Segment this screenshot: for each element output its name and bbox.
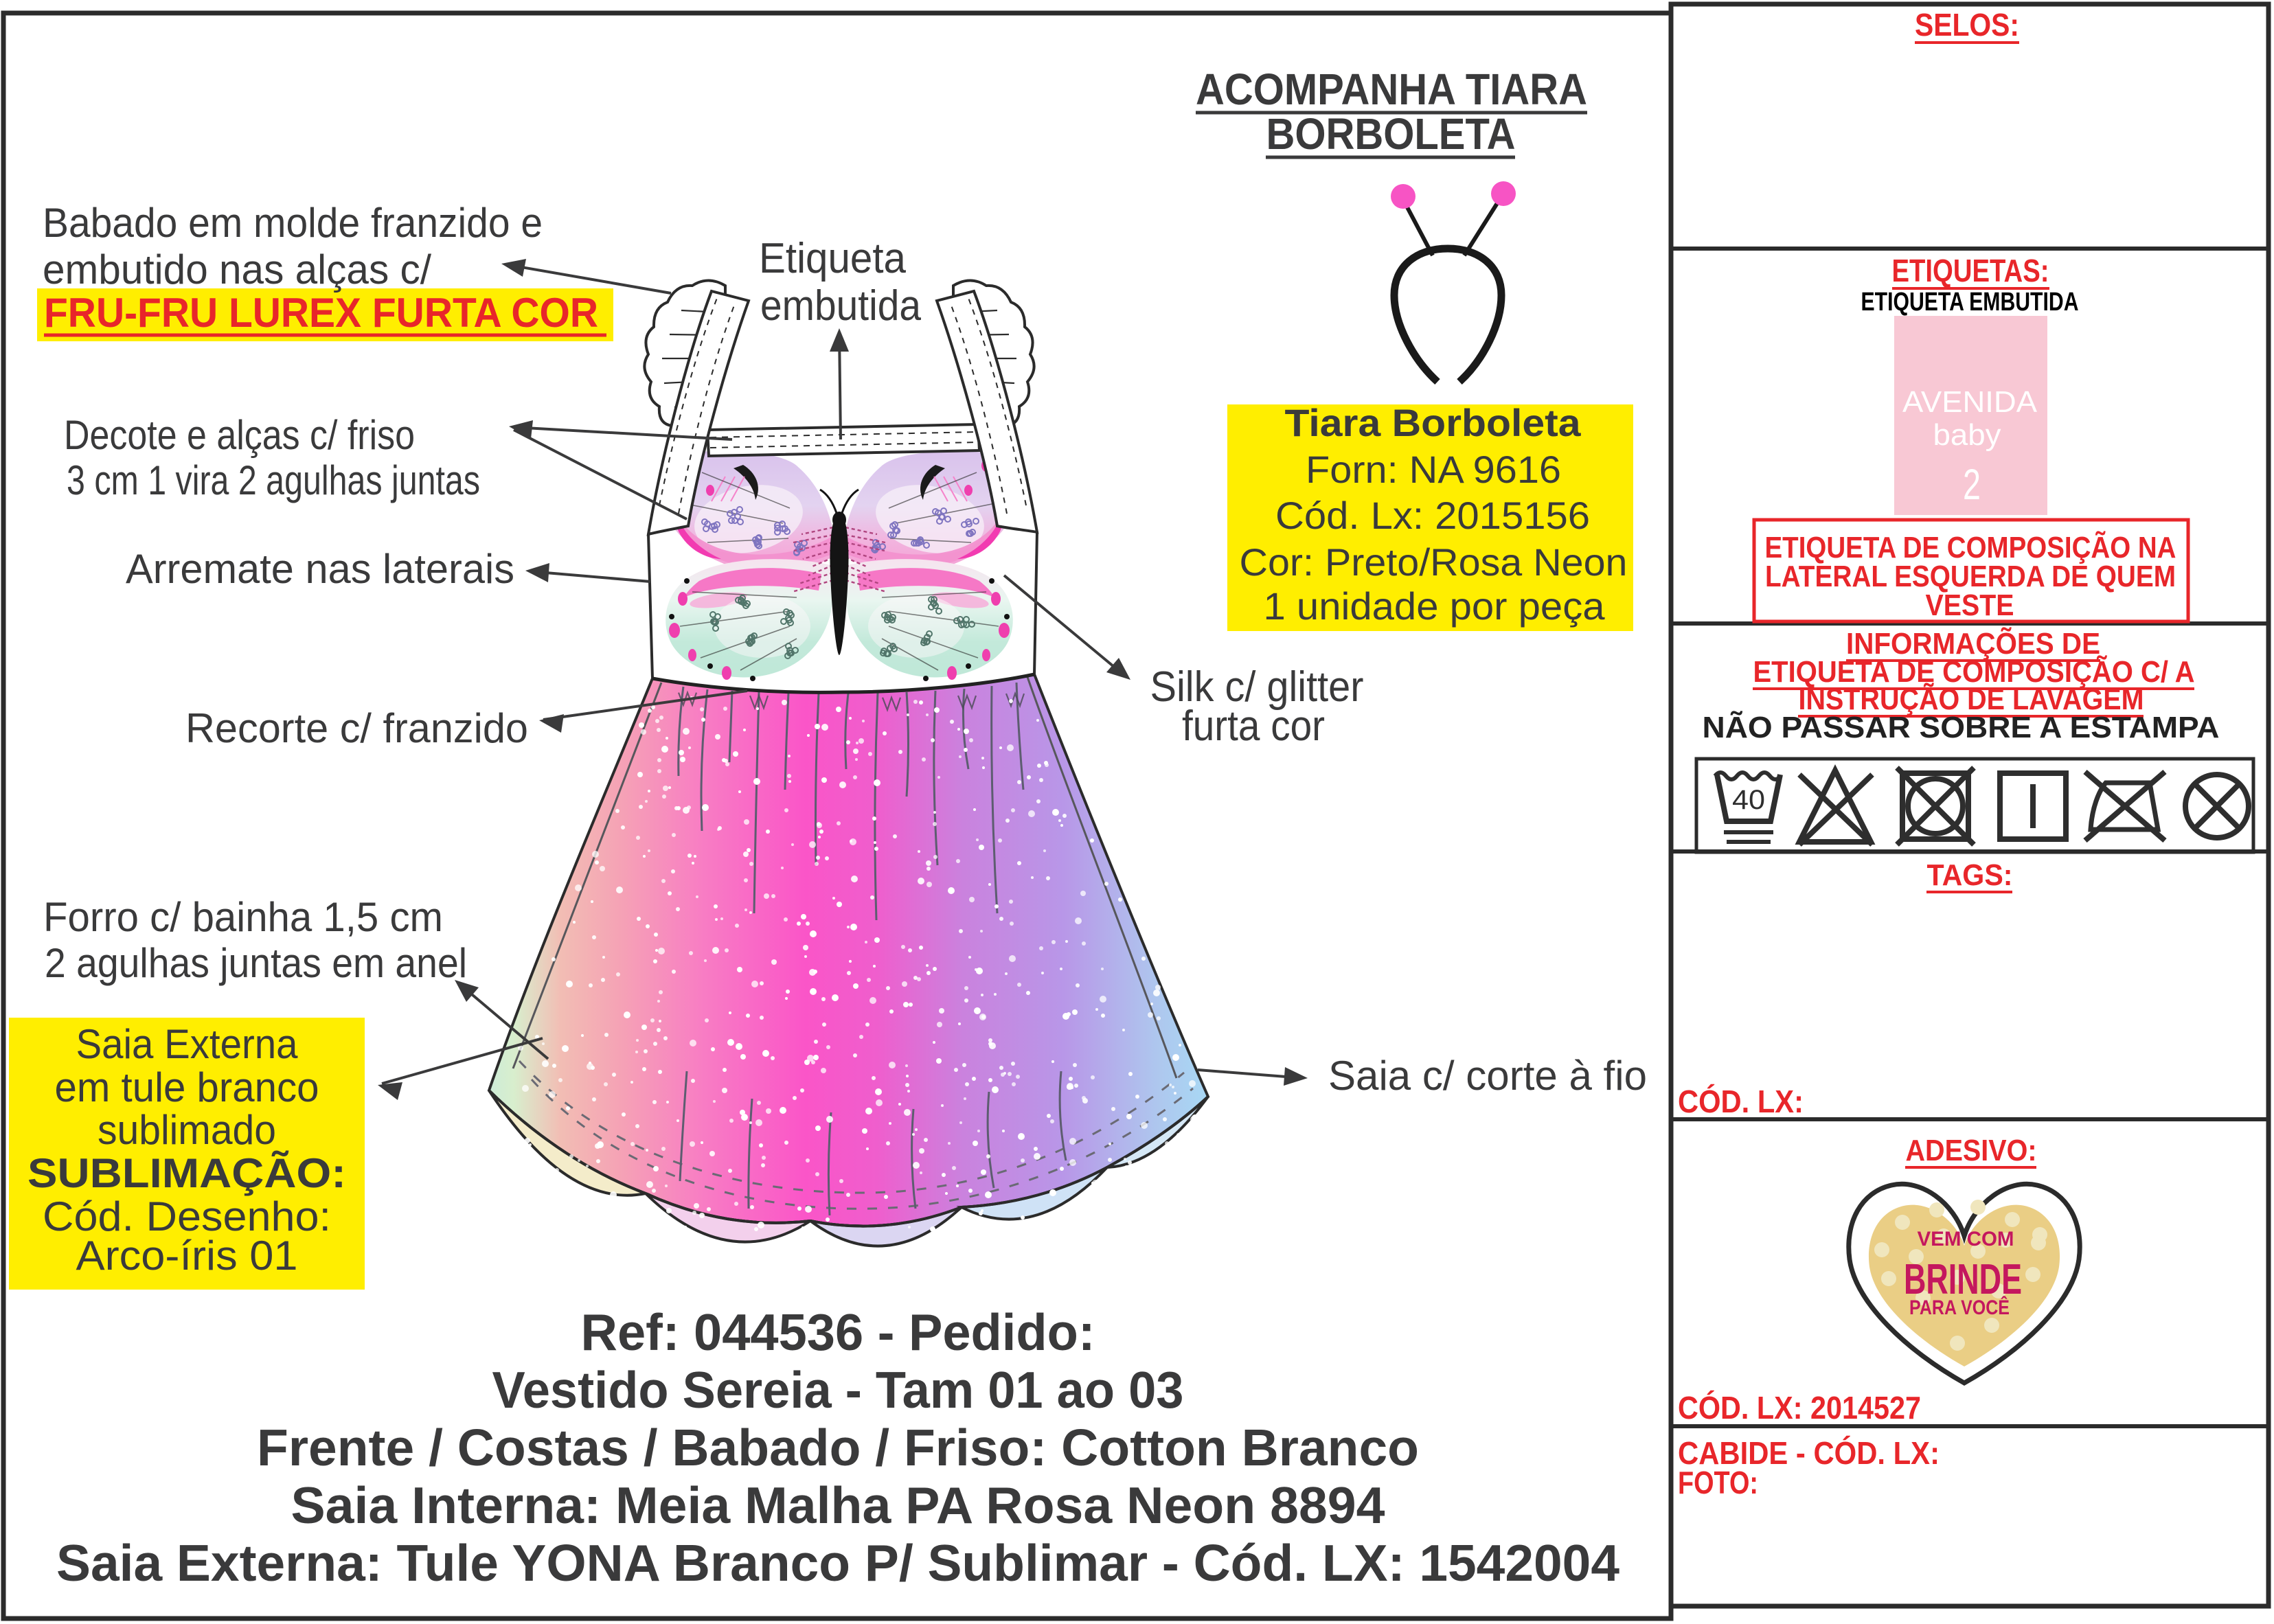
svg-text:1 unidade por peça: 1 unidade por peça: [1264, 584, 1606, 628]
svg-text:furta cor: furta cor: [1182, 702, 1325, 750]
svg-text:Cor: Preto/Rosa Neon: Cor: Preto/Rosa Neon: [1240, 540, 1628, 584]
svg-text:VEM COM: VEM COM: [1918, 1228, 2014, 1250]
svg-text:ETIQUETA DE COMPOSIÇÃO NA: ETIQUETA DE COMPOSIÇÃO NA: [1765, 530, 2176, 564]
svg-text:Vestido Sereia - Tam 01 ao 03: Vestido Sereia - Tam 01 ao 03: [492, 1361, 1184, 1419]
svg-text:Silk c/ glitter: Silk c/ glitter: [1150, 663, 1364, 711]
svg-text:em tule branco: em tule branco: [55, 1064, 319, 1110]
svg-text:FRU-FRU LUREX FURTA COR: FRU-FRU LUREX FURTA COR: [44, 290, 598, 336]
svg-text:CÓD. LX:: CÓD. LX:: [1678, 1084, 1804, 1119]
svg-text:Forn: NA 9616: Forn: NA 9616: [1306, 448, 1561, 491]
svg-text:ETIQUETA DE COMPOSIÇÃO C/ A: ETIQUETA DE COMPOSIÇÃO C/ A: [1753, 654, 2195, 689]
svg-text:40: 40: [1732, 785, 1765, 815]
svg-text:FOTO:: FOTO:: [1678, 1465, 1758, 1500]
svg-text:BORBOLETA: BORBOLETA: [1266, 109, 1516, 159]
svg-text:Etiqueta: Etiqueta: [759, 235, 906, 282]
svg-text:BRINDE: BRINDE: [1904, 1256, 2022, 1303]
svg-text:2: 2: [1963, 461, 1981, 509]
svg-text:AVENIDA: AVENIDA: [1902, 385, 2038, 419]
svg-text:ETIQUETAS:: ETIQUETAS:: [1892, 253, 2049, 288]
svg-text:Arco-íris 01: Arco-íris 01: [76, 1233, 298, 1279]
svg-text:Frente / Costas / Babado / Fri: Frente / Costas / Babado / Friso: Cotton…: [257, 1419, 1419, 1476]
svg-text:VESTE: VESTE: [1926, 588, 2014, 622]
svg-text:Ref: 044536 - Pedido:: Ref: 044536 - Pedido:: [581, 1303, 1095, 1361]
svg-text:INFORMAÇÕES DE: INFORMAÇÕES DE: [1846, 626, 2100, 661]
svg-text:ADESIVO:: ADESIVO:: [1906, 1134, 2037, 1167]
svg-text:baby: baby: [1933, 418, 2001, 452]
svg-text:Forro c/ bainha 1,5 cm: Forro c/ bainha 1,5 cm: [43, 894, 443, 940]
svg-text:INSTRUÇÃO DE LAVAGEM: INSTRUÇÃO DE LAVAGEM: [1799, 682, 2144, 716]
svg-text:Recorte c/ franzido: Recorte c/ franzido: [185, 705, 528, 751]
svg-text:CÓD. LX: 2014527: CÓD. LX: 2014527: [1678, 1390, 1921, 1426]
svg-text:SUBLIMAÇÃO:: SUBLIMAÇÃO:: [27, 1150, 346, 1196]
svg-text:SELOS:: SELOS:: [1915, 7, 2019, 43]
svg-text:ACOMPANHA TIARA: ACOMPANHA TIARA: [1196, 65, 1587, 114]
svg-text:TAGS:: TAGS:: [1927, 858, 2013, 892]
svg-text:CABIDE - CÓD. LX:: CABIDE - CÓD. LX:: [1678, 1435, 1940, 1471]
svg-text:Babado em molde franzido e: Babado em molde franzido e: [43, 200, 543, 246]
svg-text:Saia Externa: Tule YONA Branco: Saia Externa: Tule YONA Branco P/ Sublim…: [56, 1534, 1619, 1592]
svg-text:embutido nas alças c/: embutido nas alças c/: [43, 247, 431, 293]
svg-text:Cód. Desenho:: Cód. Desenho:: [43, 1193, 331, 1239]
svg-text:LATERAL ESQUERDA DE QUEM: LATERAL ESQUERDA DE QUEM: [1765, 560, 2176, 593]
svg-text:embutida: embutida: [760, 282, 921, 330]
svg-text:Saia c/ corte à fio: Saia c/ corte à fio: [1328, 1053, 1647, 1099]
svg-text:ETIQUETA EMBUTIDA: ETIQUETA EMBUTIDA: [1861, 288, 2079, 317]
svg-text:Tiara Borboleta: Tiara Borboleta: [1285, 401, 1582, 444]
svg-text:Saia Externa: Saia Externa: [76, 1021, 299, 1067]
svg-text:PARA VOCÊ: PARA VOCÊ: [1909, 1296, 2010, 1319]
svg-text:Arremate nas laterais: Arremate nas laterais: [126, 546, 514, 592]
svg-text:2 agulhas juntas em anel: 2 agulhas juntas em anel: [45, 940, 467, 986]
svg-text:sublimado: sublimado: [98, 1107, 276, 1153]
svg-text:NÃO PASSAR SOBRE A ESTAMPA: NÃO PASSAR SOBRE A ESTAMPA: [1703, 710, 2220, 744]
svg-text:Saia Interna: Meia Malha PA Ro: Saia Interna: Meia Malha PA Rosa Neon 88…: [291, 1476, 1385, 1534]
svg-text:3 cm 1 vira 2 agulhas juntas: 3 cm 1 vira 2 agulhas juntas: [67, 457, 480, 503]
svg-text:Decote e alças c/ friso: Decote e alças c/ friso: [64, 412, 415, 458]
svg-text:Cód. Lx: 2015156: Cód. Lx: 2015156: [1275, 494, 1590, 537]
